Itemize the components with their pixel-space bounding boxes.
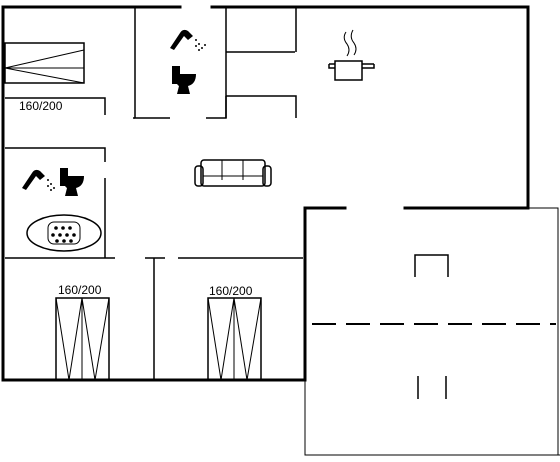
- outer-walls: [1, 5, 530, 382]
- bed-bedroom-1: [4, 42, 85, 84]
- toilet-icon: [60, 168, 84, 196]
- internal-walls: [5, 7, 303, 380]
- bed-size-label-bedroom-1: 160/200: [19, 99, 63, 113]
- bed-bedroom-3: [207, 297, 262, 381]
- annex-area: [304, 207, 560, 456]
- bed-size-label-bedroom-3: 160/200: [209, 284, 253, 298]
- bathtub-icon: [26, 214, 102, 252]
- toilet-icon: [172, 66, 196, 94]
- cooking-pot-icon: [328, 29, 375, 81]
- shower-icon: [22, 169, 55, 191]
- sofa-icon: [194, 159, 272, 187]
- shower-icon: [170, 29, 206, 51]
- bed-bedroom-2: [55, 297, 110, 381]
- bed-size-label-bedroom-2: 160/200: [58, 283, 102, 297]
